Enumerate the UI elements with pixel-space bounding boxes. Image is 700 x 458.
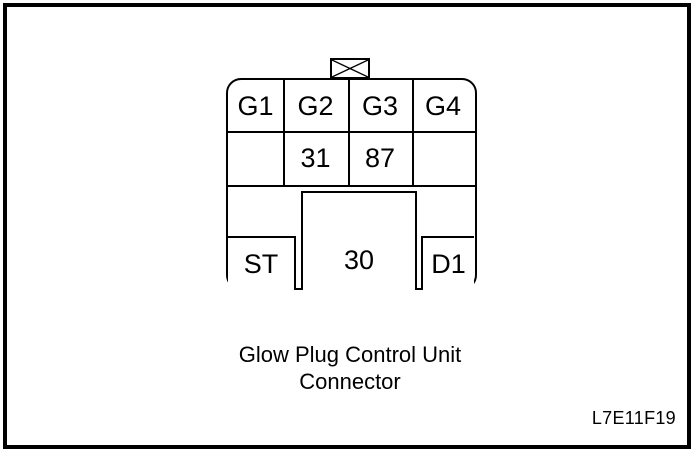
connector-assembly: G1 G2 G3 G4 31 87 ST 30 D1 <box>218 52 486 298</box>
grid-rule-col2 <box>347 80 350 187</box>
pin-cell-g3: G3 <box>361 90 399 121</box>
grid-rule-row1 <box>228 130 475 133</box>
pin-cell-g4: G4 <box>424 90 462 121</box>
pin-cell-empty-right <box>412 132 474 185</box>
pin-cell-g1: G1 <box>237 90 274 121</box>
figure-reference-code: L7E11F19 <box>591 408 676 428</box>
pin-cell-31: 31 <box>300 143 331 173</box>
grid-rule-col3 <box>411 80 414 187</box>
crossed-box-icon <box>330 58 370 79</box>
pin-cell-30: 30 <box>301 191 417 290</box>
connector-body: G1 G2 G3 G4 31 87 ST 30 D1 <box>226 78 477 290</box>
pin-cell-st: ST <box>228 236 296 290</box>
grid-rule-row2 <box>228 184 475 187</box>
pin-cell-87: 87 <box>364 143 396 173</box>
grid-rule-col1 <box>282 80 285 187</box>
pin-cell-empty-left <box>228 132 283 185</box>
caption-line-1: Glow Plug Control Unit <box>238 342 462 367</box>
figure-caption: Glow Plug Control Unit Connector <box>0 342 700 396</box>
pin-cell-g2: G2 <box>297 90 334 121</box>
caption-line-2: Connector <box>299 368 401 394</box>
pin-cell-d1: D1 <box>421 236 474 290</box>
